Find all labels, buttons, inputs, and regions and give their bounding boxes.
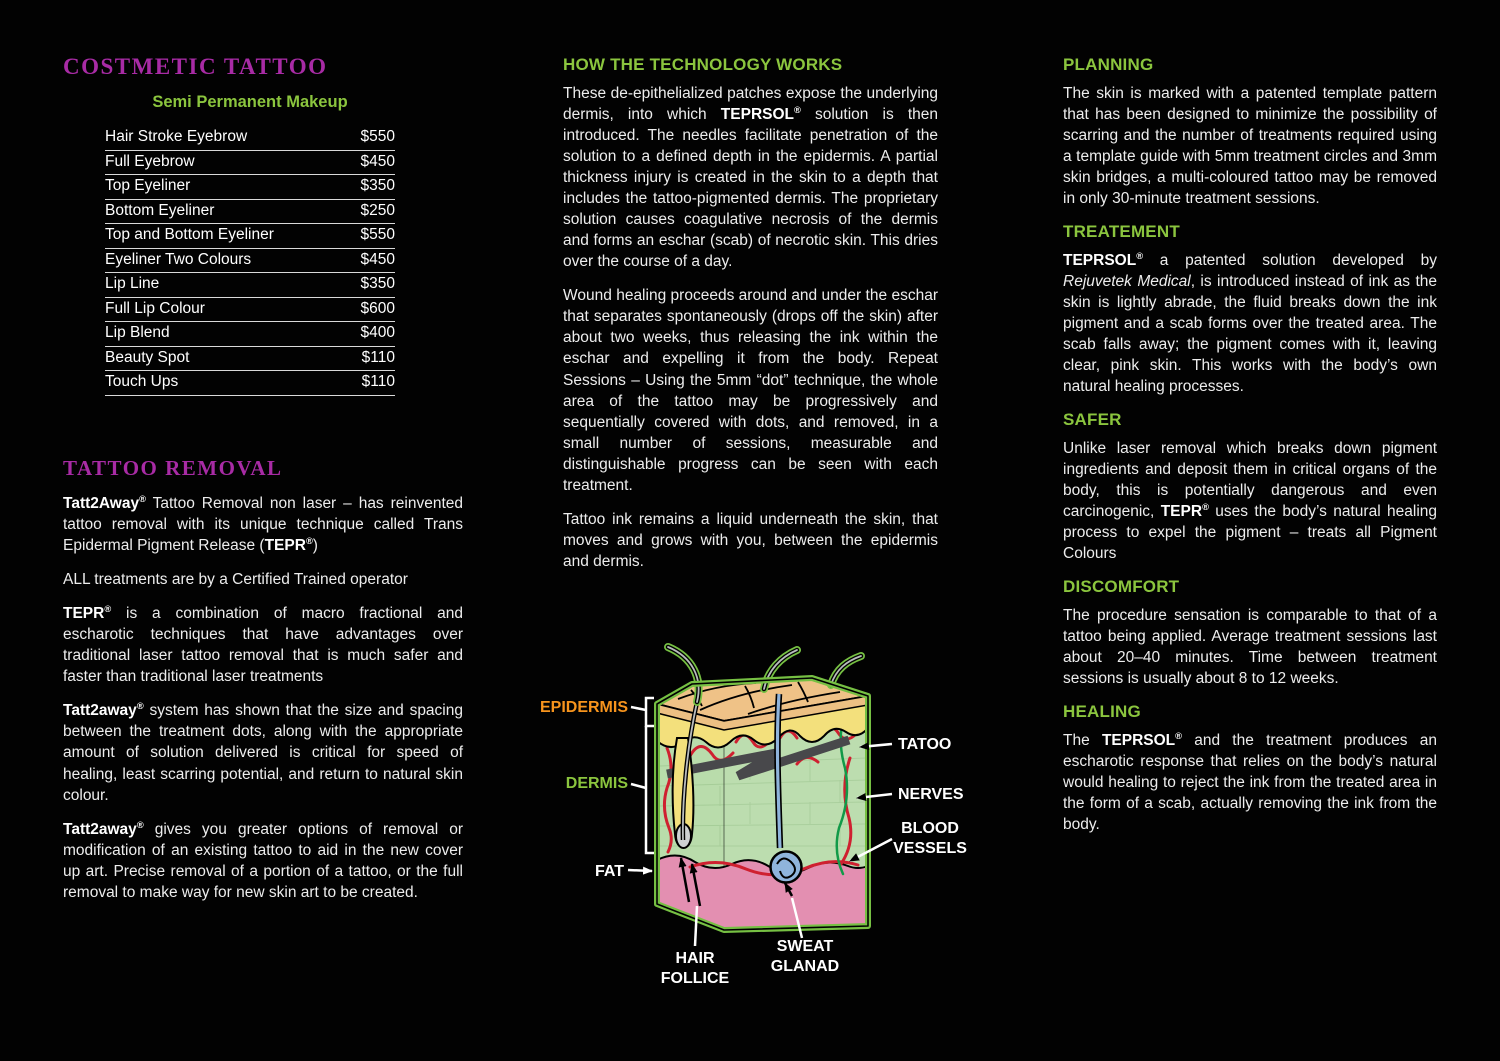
service-label: Eyeliner Two Colours — [105, 250, 252, 268]
safer-title: SAFER — [1063, 410, 1122, 430]
semi-permanent-makeup-subtitle: Semi Permanent Makeup — [152, 93, 348, 111]
service-label: Lip Line — [105, 275, 160, 293]
technology-paragraphs: These de-epithelialized patches expose t… — [563, 83, 938, 573]
price-row: Lip Line $350 — [105, 273, 395, 298]
service-price: $450 — [360, 250, 395, 268]
discomfort-paragraphs: The procedure sensation is comparable to… — [1063, 605, 1437, 689]
paragraph: Unlike laser removal which breaks down p… — [1063, 439, 1437, 563]
paragraph: The skin is marked with a patented templ… — [1063, 84, 1437, 207]
price-row: Eyeliner Two Colours $450 — [105, 249, 395, 274]
skin-block — [654, 643, 871, 933]
paragraph: ALL treatments are by a Certified Traine… — [63, 570, 408, 588]
safer-section: SAFER Unlike laser removal which breaks … — [1063, 410, 1437, 564]
paragraph: Tattoo ink remains a liquid underneath t… — [563, 511, 938, 571]
tattoo-removal-paragraphs: Tatt2Away® Tattoo Removal non laser – ha… — [63, 493, 463, 903]
tatoo-label: TATOO — [898, 736, 951, 753]
service-price: $550 — [360, 128, 395, 146]
treatement-section: TREATEMENT TEPRSOL® a patented solution … — [1063, 222, 1437, 397]
how-technology-works-title: HOW THE TECHNOLOGY WORKS — [563, 55, 843, 74]
hairs-illustration — [664, 643, 865, 706]
healing-paragraphs: The TEPRSOL® and the treatment produces … — [1063, 730, 1437, 835]
price-row: Beauty Spot $110 — [105, 347, 395, 372]
service-label: Top Eyeliner — [105, 177, 191, 195]
skin-cross-section-illustration: EPIDERMIS DERMIS FAT HAIR FOLLICE SWEAT … — [540, 643, 967, 987]
price-row: Top Eyeliner $350 — [105, 175, 395, 200]
safer-paragraphs: Unlike laser removal which breaks down p… — [1063, 438, 1437, 564]
service-price: $450 — [360, 152, 395, 170]
service-label: Top and Bottom Eyeliner — [105, 226, 274, 244]
price-row: Lip Blend $400 — [105, 322, 395, 347]
sweat-glanad-label-line1: SWEAT — [777, 938, 834, 955]
service-price: $600 — [360, 299, 395, 317]
inner-arrows — [678, 857, 794, 907]
dermis-label: DERMIS — [566, 775, 629, 792]
service-label: Lip Blend — [105, 324, 170, 342]
tattoo-removal-section: TATTOO REMOVAL Tatt2Away® Tattoo Removal… — [63, 455, 463, 903]
paragraph: TEPRSOL® a patented solution developed b… — [1063, 250, 1437, 396]
service-label: Beauty Spot — [105, 348, 190, 366]
planning-section: PLANNING The skin is marked with a paten… — [1063, 55, 1437, 209]
service-price: $400 — [360, 324, 395, 342]
planning-title: PLANNING — [1063, 55, 1154, 74]
treatement-paragraphs: TEPRSOL® a patented solution developed b… — [1063, 250, 1437, 398]
service-label: Bottom Eyeliner — [105, 201, 215, 219]
paragraph: The TEPRSOL® and the treatment produces … — [1063, 730, 1438, 833]
fat-label: FAT — [595, 863, 624, 880]
treatement-title: TREATEMENT — [1063, 222, 1180, 242]
service-price: $110 — [361, 348, 395, 366]
price-row: Full Eyebrow $450 — [105, 151, 395, 176]
tattoo-removal-title: TATTOO REMOVAL — [63, 455, 283, 480]
info-sections-column: PLANNING The skin is marked with a paten… — [1063, 55, 1437, 848]
paragraph: These de-epithelialized patches expose t… — [563, 84, 938, 271]
hair-follicle-illustration — [671, 701, 700, 849]
hair-follice-label-line1: HAIR — [675, 950, 715, 967]
healing-title: HEALING — [1063, 701, 1141, 721]
cosmetic-tattoo-column: COSTMETIC TATTOO Semi Permanent Makeup H… — [63, 55, 463, 916]
service-price: $110 — [361, 373, 395, 391]
epidermis-label: EPIDERMIS — [540, 699, 628, 716]
price-row: Bottom Eyeliner $250 — [105, 200, 395, 225]
blood-vessels-label-line1: BLOOD — [901, 820, 959, 837]
service-label: Touch Ups — [105, 373, 179, 391]
service-price: $550 — [360, 226, 395, 244]
price-row: Hair Stroke Eyebrow $550 — [105, 126, 395, 151]
service-price: $350 — [360, 275, 395, 293]
price-row: Full Lip Colour $600 — [105, 298, 395, 323]
cosmetic-tattoo-title: COSTMETIC TATTOO — [63, 54, 328, 79]
paragraph: The procedure sensation is comparable to… — [1063, 606, 1437, 687]
blood-vessels-label-line2: VESSELS — [893, 840, 967, 857]
sweat-glanad-label-line2: GLANAD — [771, 958, 839, 975]
healing-section: HEALING The TEPRSOL® and the treatment p… — [1063, 702, 1437, 835]
label-lines — [627, 696, 893, 947]
service-label: Full Eyebrow — [105, 152, 195, 170]
skin-diagram: EPIDERMIS DERMIS FAT HAIR FOLLICE SWEAT … — [540, 640, 980, 1005]
technology-column: HOW THE TECHNOLOGY WORKS These de-epithe… — [563, 55, 938, 585]
discomfort-section: DISCOMFORT The procedure sensation is co… — [1063, 577, 1437, 689]
service-price: $250 — [360, 201, 395, 219]
service-label: Hair Stroke Eyebrow — [105, 128, 248, 146]
planning-paragraphs: The skin is marked with a patented templ… — [1063, 83, 1437, 209]
paragraph: Tatt2away® gives you greater options of … — [63, 819, 463, 901]
service-price: $350 — [360, 177, 395, 195]
price-row: Top and Bottom Eyeliner $550 — [105, 224, 395, 249]
nerves-label: NERVES — [898, 786, 964, 803]
paragraph: Wound healing proceeds around and under … — [563, 287, 938, 494]
price-row: Touch Ups $110 — [105, 371, 395, 396]
paragraph: Tatt2Away® Tattoo Removal non laser – ha… — [63, 493, 463, 554]
paragraph: TEPR® is a combination of macro fraction… — [63, 603, 463, 686]
tattoo-pigment-illustration — [666, 735, 851, 781]
hair-follice-label-line2: FOLLICE — [661, 970, 730, 987]
discomfort-title: DISCOMFORT — [1063, 577, 1180, 597]
paragraph: Tatt2away® system has shown that the siz… — [63, 701, 463, 804]
service-label: Full Lip Colour — [105, 299, 205, 317]
